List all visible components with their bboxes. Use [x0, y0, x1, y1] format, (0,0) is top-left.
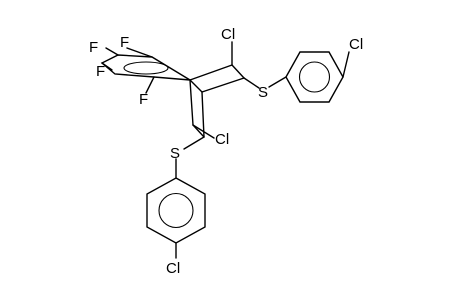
- bond-c-f3: [101, 62, 113, 71]
- chlorine-label-bottom-ring: Cl: [166, 260, 180, 277]
- bond-c-f2: [126, 47, 153, 58]
- fluorine-label-4: F: [139, 91, 148, 108]
- bicyclic-skeleton: [183, 41, 260, 150]
- bond-bridgehead-c1: [189, 64, 233, 81]
- bond-c1-c2: [231, 64, 245, 79]
- fluorine-label-2: F: [120, 34, 129, 51]
- chlorine-label-right-ring: Cl: [349, 36, 363, 53]
- bond-aryl-cl-right: [342, 51, 350, 78]
- chlorine-label-mid: Cl: [215, 131, 229, 148]
- bond-bridgehead-c4: [201, 91, 205, 138]
- bond-c2-bridgehead: [201, 77, 245, 93]
- sulfur-label-bottom: S: [170, 145, 180, 162]
- sulfur-label-right: S: [258, 84, 268, 101]
- fused-aromatic-ring: [100, 54, 191, 81]
- bond-bridgehead-c3: [189, 79, 194, 126]
- bond-c-f1: [105, 47, 119, 56]
- bond-c4-s-bottom: [183, 136, 205, 150]
- bottom-aromatic-circle: [158, 192, 194, 229]
- bottom-phenyl-ring: [146, 177, 206, 244]
- aromatic-circle: [123, 61, 169, 75]
- right-phenyl-ring: [285, 51, 344, 103]
- tetrafluorobenzo-ring: [100, 47, 191, 94]
- bond-s-aryl-right: [268, 76, 287, 88]
- atom-labels: F F F F Cl S Cl S Cl Cl: [89, 26, 363, 277]
- bond-bridgeheads: [189, 79, 203, 93]
- chlorine-label-top: Cl: [221, 26, 235, 43]
- bond-c3-c4: [192, 124, 205, 138]
- bond-c2-s-right: [243, 77, 260, 89]
- right-chlorophenyl: [268, 51, 350, 103]
- bond-c-f4: [145, 76, 155, 94]
- fluorine-label-1: F: [89, 39, 98, 56]
- right-aromatic-circle: [298, 61, 331, 93]
- bottom-chlorophenyl: [146, 158, 206, 259]
- bond-c3-cl-mid: [192, 124, 215, 139]
- fluorine-label-3: F: [96, 63, 105, 80]
